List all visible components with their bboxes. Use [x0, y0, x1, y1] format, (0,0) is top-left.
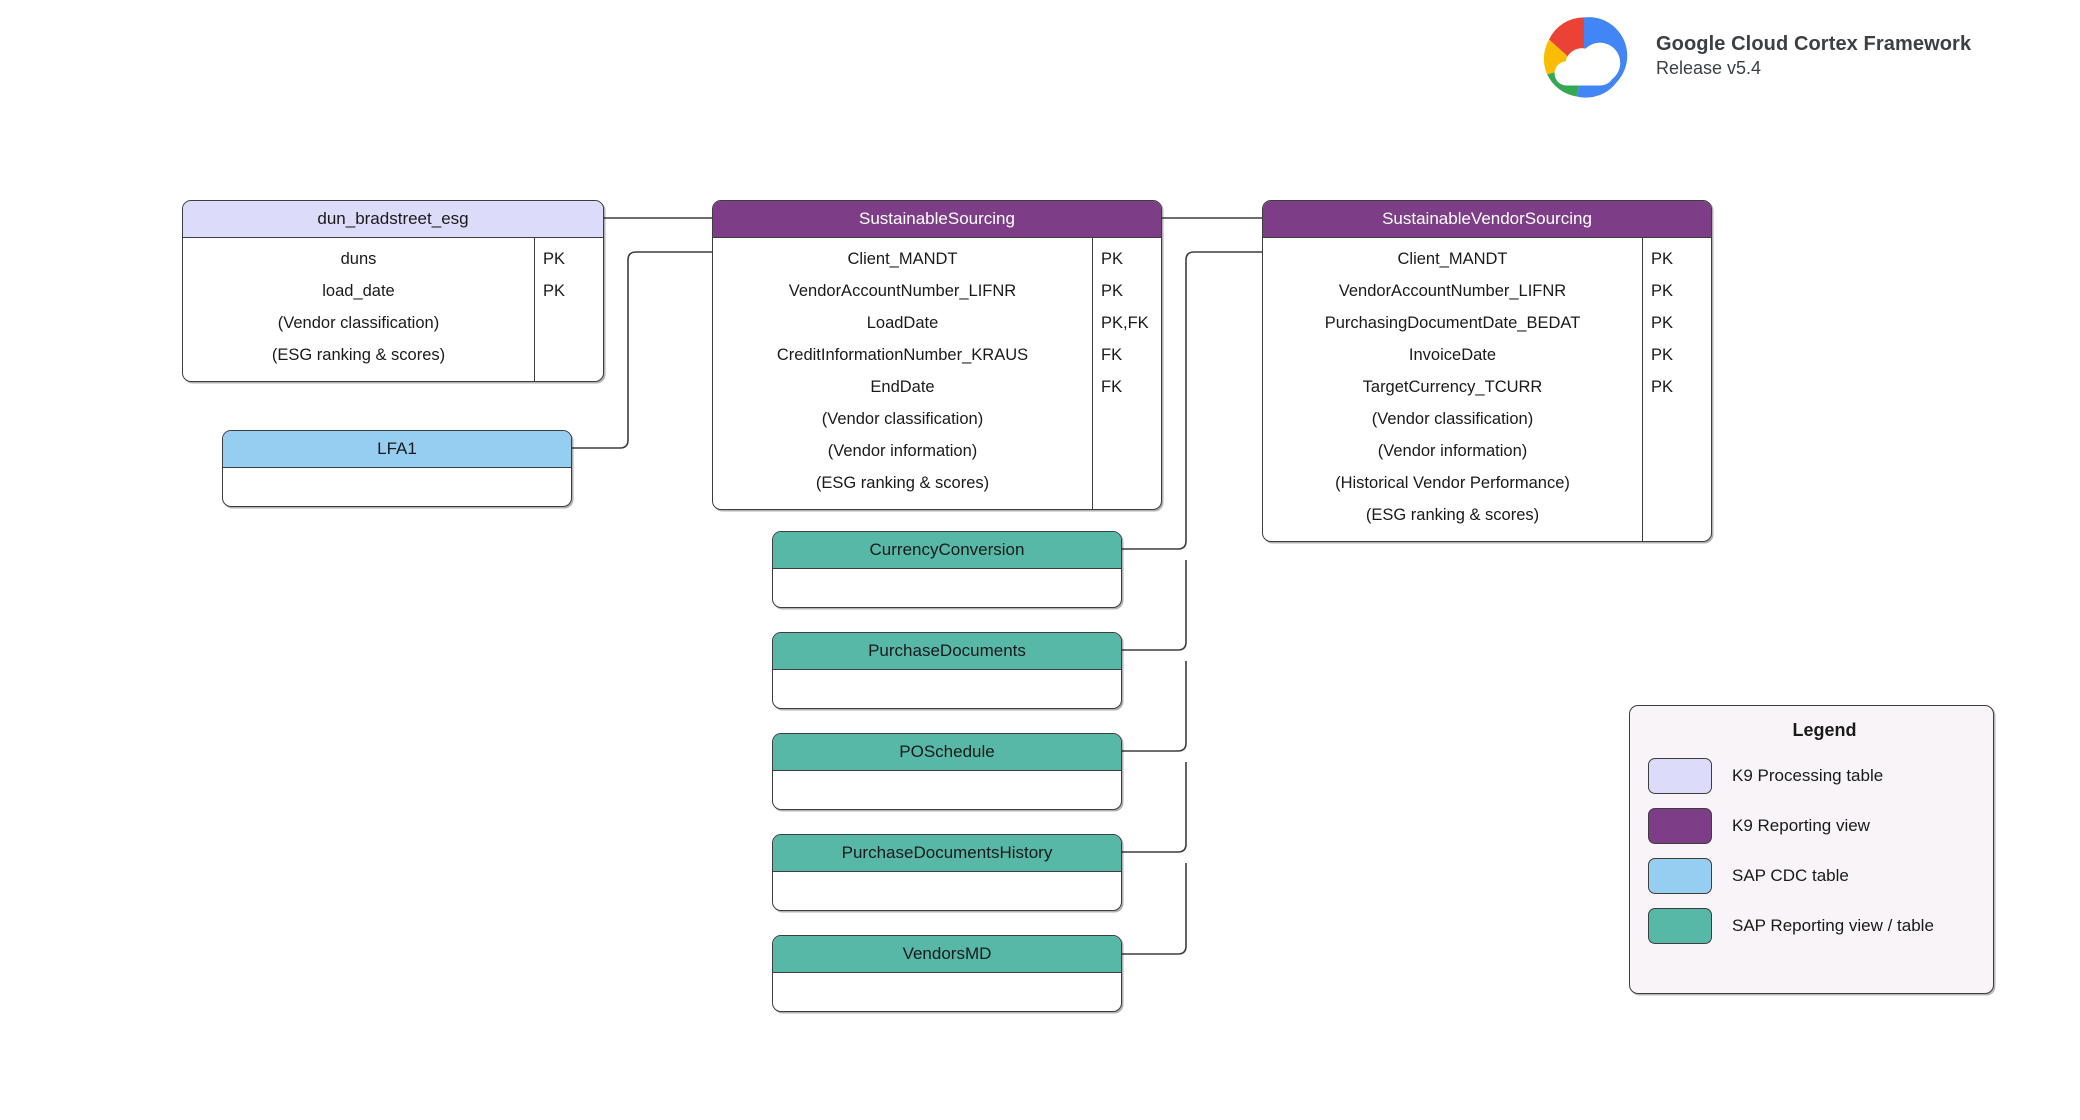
field-key [535, 307, 603, 339]
edge-purchasedocumentshistory-vendorsourcing [1122, 762, 1187, 853]
field-name: EndDate [870, 378, 935, 396]
legend-label: K9 Processing table [1732, 766, 1884, 785]
field-key [1643, 435, 1711, 467]
field-name: (ESG ranking & scores) [1365, 506, 1540, 524]
field-name: duns [340, 250, 377, 268]
field-key: PK [1651, 250, 1674, 268]
legend-label: SAP Reporting view / table [1732, 916, 1934, 935]
entity-currency-conversion[interactable]: CurrencyConversion [772, 531, 1122, 608]
field-name: (ESG ranking & scores) [271, 346, 446, 364]
field-key: PK [543, 250, 566, 268]
entity-field-list: Client_MANDT VendorAccountNumber_LIFNR L… [713, 238, 1092, 509]
entity-title: LFA1 [223, 431, 571, 468]
entity-title: dun_bradstreet_esg [183, 201, 603, 238]
field-key: PK [1651, 378, 1674, 396]
edge-vendorsmd-vendorsourcing [1122, 863, 1187, 955]
field-name: Client_MANDT [847, 250, 958, 268]
brand-subtitle: Release v5.4 [1656, 58, 1762, 79]
entity-key-list: PK PK PK PK PK [1642, 238, 1711, 541]
entity-key-list: PK PK PK,FK FK FK [1092, 238, 1161, 509]
entity-lfa1[interactable]: LFA1 [222, 430, 572, 507]
field-key [535, 339, 603, 371]
entity-field-list [773, 973, 1121, 1011]
field-key [1643, 467, 1711, 499]
field-name: (Vendor classification) [277, 314, 440, 332]
entity-title: SustainableSourcing [713, 201, 1161, 238]
field-name: LoadDate [866, 314, 939, 332]
entity-field-list [773, 569, 1121, 607]
field-key: PK [543, 282, 566, 300]
field-key [1643, 499, 1711, 531]
field-name: (Vendor classification) [821, 410, 984, 428]
entity-key-list: PK PK [534, 238, 603, 381]
field-name: InvoiceDate [1408, 346, 1497, 364]
legend-swatch-sap-reporting-view-table [1648, 908, 1712, 944]
entity-sustainable-sourcing[interactable]: SustainableSourcing Client_MANDT VendorA… [712, 200, 1162, 510]
field-name: TargetCurrency_TCURR [1362, 378, 1543, 396]
entity-field-list [773, 872, 1121, 910]
field-name: PurchasingDocumentDate_BEDAT [1324, 314, 1581, 332]
edge-poschedule-vendorsourcing [1122, 661, 1187, 752]
field-name: (Historical Vendor Performance) [1335, 474, 1570, 492]
brand-title: Google Cloud Cortex Framework [1656, 32, 1972, 55]
entity-title: POSchedule [773, 734, 1121, 771]
entity-field-list [773, 670, 1121, 708]
entity-title: CurrencyConversion [773, 532, 1121, 569]
entity-title: SustainableVendorSourcing [1263, 201, 1711, 238]
field-name: VendorAccountNumber_LIFNR [1338, 282, 1567, 300]
entity-purchase-documents-history[interactable]: PurchaseDocumentsHistory [772, 834, 1122, 911]
entity-field-list: duns load_date (Vendor classification) (… [183, 238, 534, 381]
entity-purchase-documents[interactable]: PurchaseDocuments [772, 632, 1122, 709]
legend-title: Legend [1792, 720, 1857, 740]
legend-panel: Legend K9 Processing table K9 Reporting … [1629, 705, 1994, 994]
entity-vendors-md[interactable]: VendorsMD [772, 935, 1122, 1012]
entity-field-list [773, 771, 1121, 809]
legend-item: SAP Reporting view / table [1630, 901, 1993, 951]
entity-field-list [223, 468, 571, 506]
field-name: (ESG ranking & scores) [815, 474, 990, 492]
legend-item: K9 Reporting view [1630, 801, 1993, 851]
legend-label: SAP CDC table [1732, 866, 1849, 885]
entity-sustainable-vendor-sourcing[interactable]: SustainableVendorSourcing Client_MANDT V… [1262, 200, 1712, 542]
field-key: PK [1651, 282, 1674, 300]
entity-title: PurchaseDocuments [773, 633, 1121, 670]
entity-po-schedule[interactable]: POSchedule [772, 733, 1122, 810]
legend-item: SAP CDC table [1630, 851, 1993, 901]
legend-item: K9 Processing table [1630, 751, 1993, 801]
field-name: Client_MANDT [1397, 250, 1508, 268]
legend-swatch-k9-reporting-view [1648, 808, 1712, 844]
entity-title: PurchaseDocumentsHistory [773, 835, 1121, 872]
field-key: PK [1651, 314, 1674, 332]
field-name: CreditInformationNumber_KRAUS [776, 346, 1029, 364]
field-key [1093, 403, 1161, 435]
entity-field-list: Client_MANDT VendorAccountNumber_LIFNR P… [1263, 238, 1642, 541]
field-name: VendorAccountNumber_LIFNR [788, 282, 1017, 300]
field-key [1093, 435, 1161, 467]
field-key: PK [1101, 250, 1124, 268]
entity-dun-bradstreet-esg[interactable]: dun_bradstreet_esg duns load_date (Vendo… [182, 200, 604, 382]
field-name: (Vendor information) [1377, 442, 1528, 460]
legend-label: K9 Reporting view [1732, 816, 1870, 835]
field-key [1643, 403, 1711, 435]
edge-purchasedocuments-vendorsourcing [1122, 560, 1187, 651]
field-name: (Vendor information) [827, 442, 978, 460]
field-key: PK [1651, 346, 1674, 364]
field-key [1093, 467, 1161, 499]
field-name: load_date [322, 282, 395, 300]
entity-title: VendorsMD [773, 936, 1121, 973]
brand-header: Google Cloud Cortex Framework Release v5… [1528, 10, 1971, 102]
legend-swatch-sap-cdc-table [1648, 858, 1712, 894]
field-key: FK [1101, 378, 1123, 396]
legend-swatch-k9-processing-table [1648, 758, 1712, 794]
field-name: (Vendor classification) [1371, 410, 1534, 428]
field-key: PK,FK [1101, 314, 1149, 332]
google-cloud-logo-icon [1543, 17, 1628, 98]
field-key: FK [1101, 346, 1123, 364]
field-key: PK [1101, 282, 1124, 300]
